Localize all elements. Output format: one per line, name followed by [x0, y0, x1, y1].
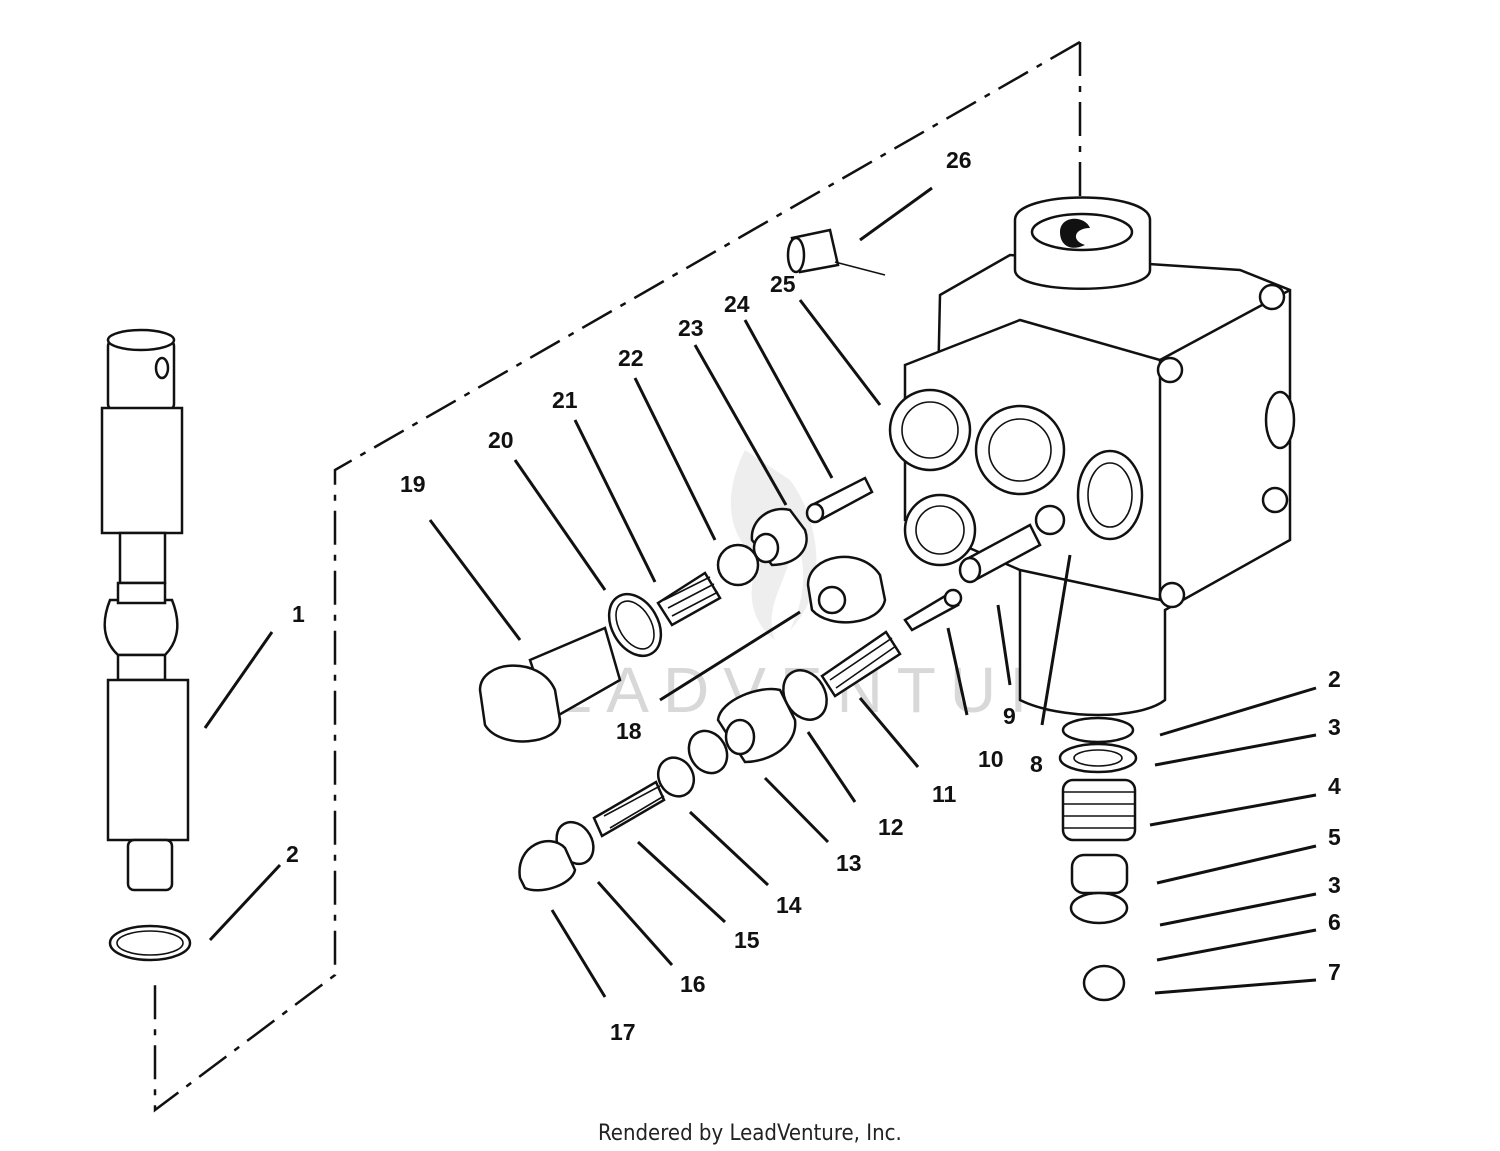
set-screw: [786, 228, 840, 274]
o-ring: [607, 592, 663, 658]
callout-1: 1: [292, 601, 305, 627]
callout-4: 4: [1328, 773, 1341, 799]
pin: [805, 476, 874, 524]
poppet: [750, 507, 808, 567]
callout-3-upper: 3: [1328, 714, 1341, 740]
callout-8: 8: [1030, 751, 1043, 777]
callout-3-lower: 3: [1328, 872, 1341, 898]
callout-16: 16: [680, 971, 706, 997]
callout-25: 25: [770, 271, 796, 297]
leader-lines: [203, 186, 1317, 998]
callout-14: 14: [776, 892, 802, 918]
callout-21: 21: [552, 387, 578, 413]
spring: [656, 571, 722, 627]
adjuster-body: [716, 687, 797, 764]
callout-20: 20: [488, 427, 514, 453]
callout-7: 7: [1328, 959, 1341, 985]
socket-plug: [806, 555, 887, 624]
callout-12: 12: [878, 814, 904, 840]
callout-15: 15: [734, 927, 760, 953]
ball: [716, 543, 760, 587]
assembly-boundary: [153, 40, 1082, 1113]
callout-13: 13: [836, 850, 862, 876]
callout-5: 5: [1328, 824, 1341, 850]
callout-11: 11: [932, 781, 957, 807]
callout-10: 10: [978, 746, 1004, 772]
callout-2-left: 2: [286, 841, 299, 867]
callout-6: 6: [1328, 909, 1341, 935]
spring-2: [820, 630, 902, 698]
footer-credit: Rendered by LeadVenture, Inc.: [598, 1121, 902, 1146]
adjusting-screw: [592, 780, 666, 838]
callout-17: 17: [610, 1019, 636, 1045]
callout-19: 19: [400, 471, 426, 497]
small-pin: [903, 588, 963, 632]
seal-stack: [1058, 716, 1138, 1002]
acorn-nut: [518, 839, 577, 892]
callout-23: 23: [678, 315, 704, 341]
callout-26: 26: [946, 147, 972, 173]
nut: [656, 756, 696, 798]
callout-2-right: 2: [1328, 666, 1341, 692]
valve-body: [888, 196, 1296, 717]
washer: [687, 729, 729, 775]
callout-24: 24: [724, 291, 750, 317]
callout-22: 22: [618, 345, 644, 371]
callout-9: 9: [1003, 703, 1016, 729]
spool-shaft: [100, 328, 192, 962]
callout-18: 18: [616, 718, 642, 744]
plug: [478, 626, 622, 743]
